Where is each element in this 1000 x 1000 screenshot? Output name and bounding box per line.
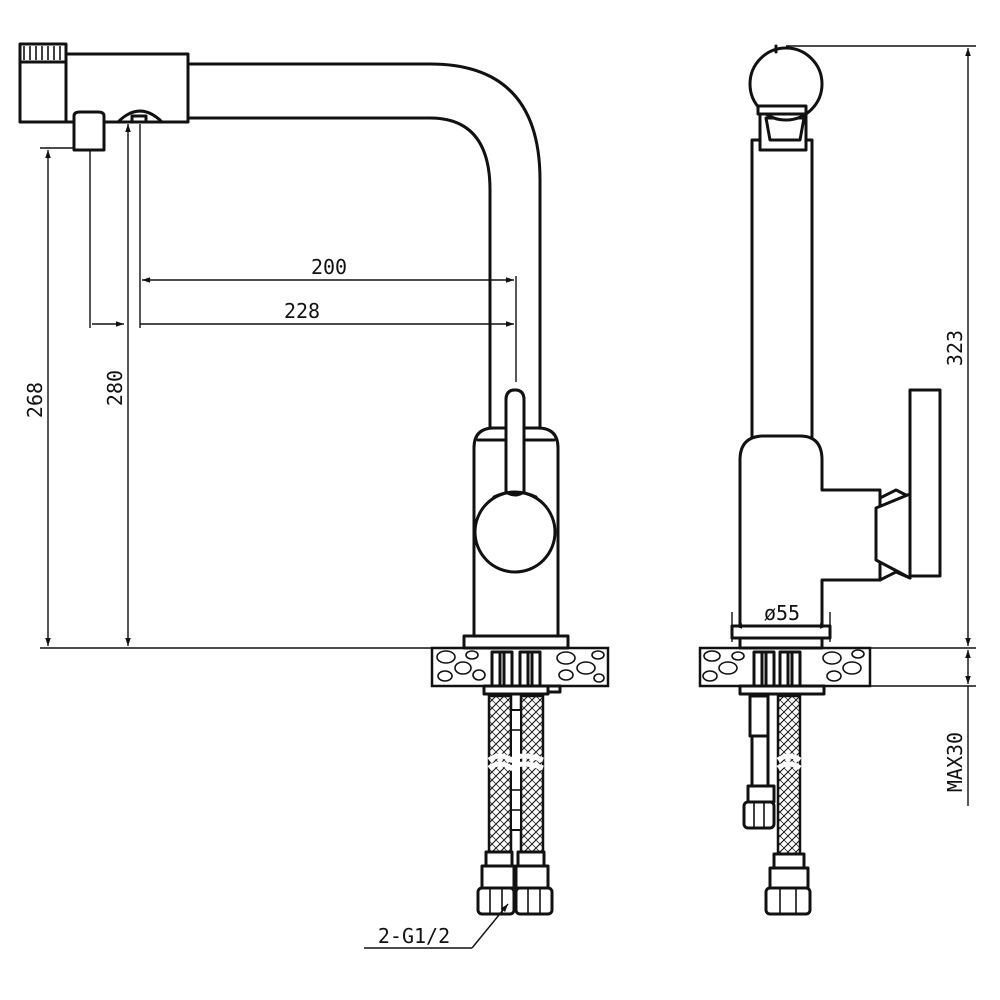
dim-label-280: 280 (103, 370, 127, 406)
dim-label-diameter: ø55 (764, 601, 800, 625)
side-view: 323 MAX30 ø55 (698, 44, 976, 916)
dim-label-323: 323 (943, 330, 967, 366)
front-connections (476, 650, 562, 916)
dim-label-268: 268 (23, 382, 47, 418)
side-body (730, 434, 882, 650)
dim-label-200: 200 (311, 255, 347, 279)
front-view: 200 228 268 280 2-G1/2 (18, 42, 610, 949)
dim-label-228: 228 (284, 299, 320, 323)
front-stone-texture (436, 650, 605, 683)
front-spout (18, 42, 542, 430)
side-dimension-labels: 323 MAX30 ø55 (764, 330, 967, 792)
side-connections (738, 650, 826, 916)
side-lever-handle (874, 388, 942, 582)
dim-label-connection: 2-G1/2 (378, 924, 450, 948)
front-aerators (72, 109, 164, 152)
front-lever-handle (473, 388, 557, 574)
front-dimensions (40, 124, 517, 949)
side-spout (748, 44, 824, 442)
side-stone-texture (702, 649, 865, 682)
side-dimensions (731, 45, 976, 806)
dim-label-max30: MAX30 (943, 732, 967, 792)
front-dimension-labels: 200 228 268 280 2-G1/2 (23, 255, 450, 948)
